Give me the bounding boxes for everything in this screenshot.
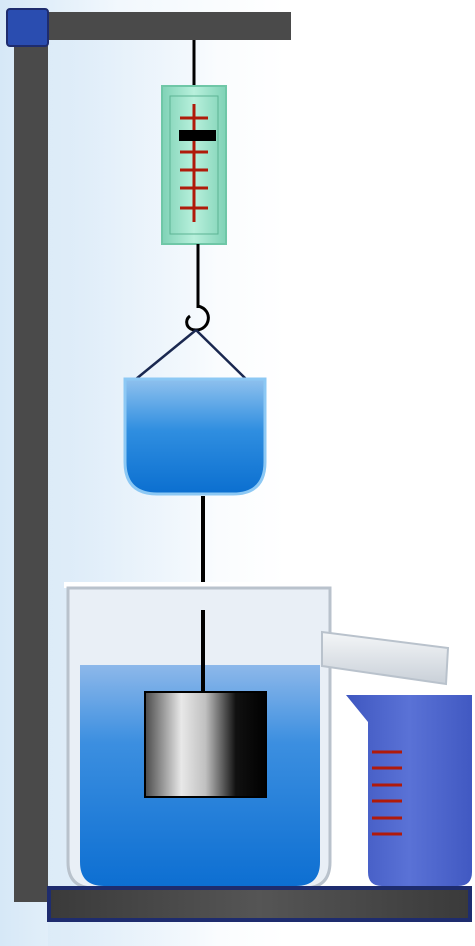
hanging-bucket <box>123 377 267 496</box>
metal-block <box>144 691 267 798</box>
catch-beaker-ticks <box>372 750 402 836</box>
catch-beaker <box>346 695 472 886</box>
upper-hook-icon <box>185 304 210 332</box>
overflow-spout <box>321 630 450 686</box>
scale-ticks <box>180 116 208 210</box>
stand-top-arm <box>8 12 291 40</box>
stand-pole <box>14 12 48 902</box>
spring-scale <box>161 85 227 245</box>
stand-base-top <box>47 886 472 922</box>
bucket-ropes <box>135 329 247 380</box>
catch-beaker-body <box>346 695 472 886</box>
scale-pointer <box>179 130 216 141</box>
stand-cap <box>6 8 49 47</box>
